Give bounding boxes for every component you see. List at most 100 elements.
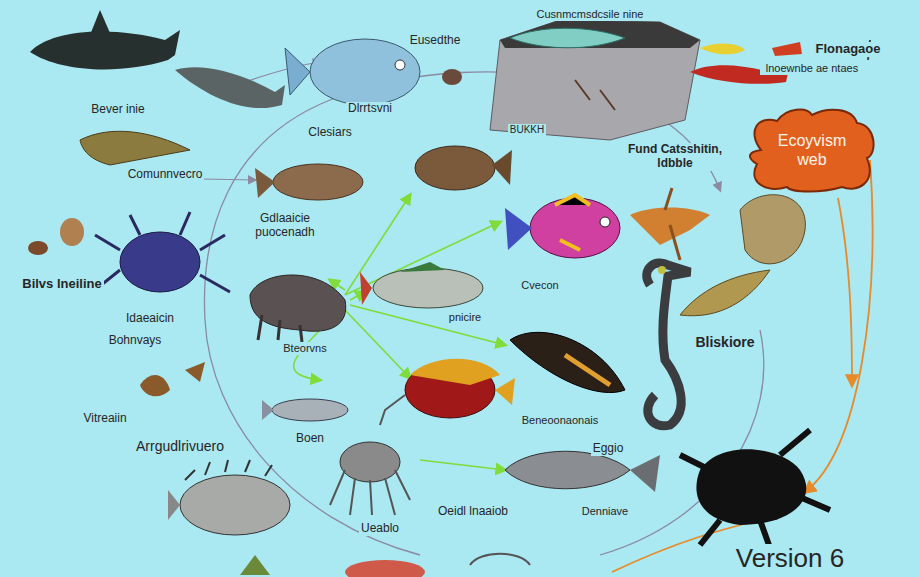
creature-label: Dlrrtsvni xyxy=(346,102,394,116)
orange-arrows-part xyxy=(838,198,852,385)
creature-label: BUKKH xyxy=(508,124,546,136)
rock-part xyxy=(575,80,615,110)
small-creatures-left-part xyxy=(28,241,48,255)
gray-fish-part xyxy=(630,455,660,492)
creature-label: Cvecon xyxy=(519,279,560,292)
creature-label: Denniave xyxy=(580,505,630,518)
rock-part xyxy=(490,20,700,140)
black-tentacle-creature xyxy=(680,430,830,548)
creature-label: Bliskiore xyxy=(693,334,756,350)
squid xyxy=(330,442,410,515)
green-arrows-part xyxy=(420,460,505,470)
silver-fish-part xyxy=(373,268,483,308)
red-fish xyxy=(380,359,515,425)
small-creatures-left xyxy=(28,218,205,396)
orange-arrows-part xyxy=(805,160,872,492)
bottom-creatures-part xyxy=(345,560,425,577)
whale xyxy=(175,67,285,108)
creature-label: Vitreaiin xyxy=(81,412,128,426)
small-creatures-left-part xyxy=(140,375,170,396)
creature-label: Fund Catsshitin, ldbble xyxy=(618,143,732,171)
red-fish-part xyxy=(410,359,500,385)
blue-fish xyxy=(285,39,420,105)
silver-fish xyxy=(360,262,483,308)
creature-label: Ueablo xyxy=(359,522,401,536)
stingray-part xyxy=(80,131,190,165)
bottom-creatures xyxy=(240,554,530,577)
creature-label: Bteorvns xyxy=(281,342,328,355)
brown-fish-part xyxy=(273,164,363,200)
heron xyxy=(647,263,690,426)
food-web-circle xyxy=(150,62,764,555)
leaf xyxy=(680,270,770,316)
lizard xyxy=(630,188,710,260)
gray-fish-part xyxy=(505,451,630,489)
black-tentacle-creature-part xyxy=(680,430,830,548)
cloud-outline xyxy=(744,104,880,196)
manatee-part xyxy=(258,315,302,342)
small-fish-part xyxy=(262,400,274,420)
black-tentacle-creature-part xyxy=(696,449,806,525)
creature-label: Version 6 xyxy=(734,544,846,574)
blue-fish-part xyxy=(395,60,405,70)
spiny-fish-part xyxy=(180,475,290,535)
orca-part xyxy=(90,10,110,35)
red-fish-part xyxy=(380,395,405,425)
rainbow-fish-part xyxy=(600,217,610,227)
crab-part xyxy=(120,232,200,292)
moth-part xyxy=(740,195,805,264)
crab-part xyxy=(95,212,230,292)
silver-fish-part xyxy=(360,272,372,305)
creature-label: Clesiars xyxy=(306,126,353,140)
creature-label: Eggio xyxy=(591,442,626,456)
creature-label: Flonagaoe xyxy=(813,42,882,57)
heron-part xyxy=(647,263,690,426)
green-arrows-part xyxy=(345,310,410,378)
small-fish-part xyxy=(272,399,348,421)
creature-label: Bilvs lneiline xyxy=(20,277,103,292)
blue-fish-part xyxy=(310,39,420,105)
creature-label: lnoewnbe ae ntaes xyxy=(760,62,864,75)
node-title: Ecoyvism web xyxy=(764,131,860,169)
spiny-fish-part xyxy=(185,460,272,480)
whale-part xyxy=(175,67,285,108)
creature-label: Beneoonaonais xyxy=(520,414,600,427)
brown-fish-2-part xyxy=(492,150,512,185)
spiny-fish-part xyxy=(168,490,180,520)
rainbow-fish-part xyxy=(505,208,532,250)
stingray xyxy=(80,131,190,165)
small-creatures-left-part xyxy=(185,362,205,382)
orange-arrows xyxy=(612,160,872,572)
small-creature-part xyxy=(442,69,462,85)
cloud-node: Ecoyvism web xyxy=(744,104,880,196)
creature-label: Eusedthe xyxy=(408,34,463,48)
creature-label: Comunnvecro xyxy=(126,168,205,182)
gray-fish xyxy=(505,451,660,492)
creature-label: Cusnmcmsdcsile nine xyxy=(535,8,646,21)
orca xyxy=(30,10,180,69)
dark-fish-part xyxy=(510,332,625,392)
creature-label: Boen xyxy=(294,432,326,446)
small-fish xyxy=(262,399,348,421)
heron-part xyxy=(658,266,666,274)
creature-label: Oeidl lnaaiob xyxy=(436,505,510,519)
bottom-creatures-part xyxy=(240,555,270,575)
bottom-creatures-part xyxy=(470,554,530,565)
creature-label: Idaeaicin xyxy=(124,312,176,326)
dark-fish-part xyxy=(565,355,610,385)
brown-fish-2-part xyxy=(415,146,495,190)
small-red-creature-part xyxy=(772,42,802,56)
rock xyxy=(490,20,700,140)
rainbow-fish xyxy=(505,195,620,258)
small-creature xyxy=(442,69,462,85)
creature-label: Bever inie xyxy=(89,103,146,117)
red-fish-part xyxy=(495,378,515,405)
orca-part xyxy=(30,30,180,69)
rainbow-fish-part xyxy=(555,195,590,250)
manatee xyxy=(250,275,346,342)
crab xyxy=(95,212,230,292)
leaf-part xyxy=(680,270,770,316)
blue-fish-part xyxy=(285,48,310,95)
creature-label: Gdlaaicie puocenadh xyxy=(233,212,337,240)
